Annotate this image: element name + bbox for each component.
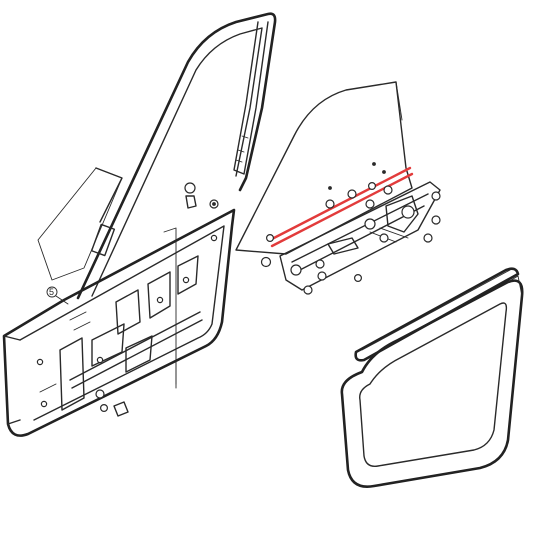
belt-moulding xyxy=(354,267,520,362)
window-frame xyxy=(76,12,277,300)
door-shell xyxy=(2,208,236,437)
glass-run-channel-highlight xyxy=(268,166,414,248)
quarter-glass xyxy=(37,167,123,281)
window-regulator xyxy=(279,181,441,291)
svg-text:5: 5 xyxy=(49,287,54,297)
frame-grommet xyxy=(209,199,219,209)
regulator-bolts xyxy=(260,182,441,295)
door-glass xyxy=(235,81,413,255)
callout-marker: 5 xyxy=(46,286,69,305)
frame-bolt xyxy=(184,182,197,209)
door-weatherstrip xyxy=(340,275,524,488)
